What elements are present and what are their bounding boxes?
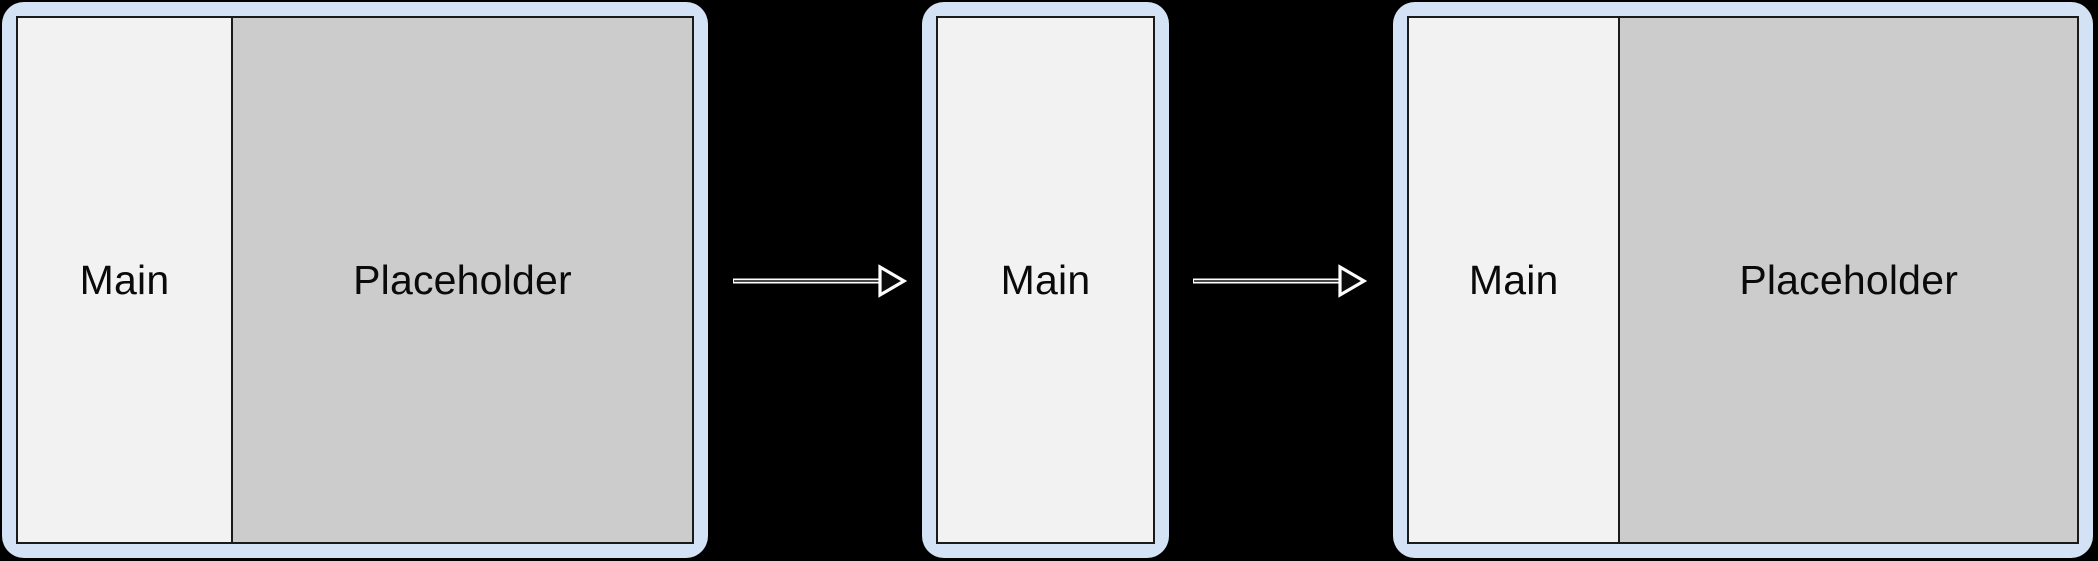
placeholder-pane-3[interactable]: Placeholder — [1618, 18, 2077, 542]
transition-arrow-1 — [732, 258, 910, 304]
window-frame-1[interactable]: Main Placeholder — [2, 2, 708, 558]
main-pane-label-3: Main — [1468, 256, 1559, 303]
window-content-3: Main Placeholder — [1407, 16, 2079, 544]
arrow-right-icon — [1193, 264, 1368, 298]
window-frame-2[interactable]: Main — [922, 2, 1169, 558]
arrow-right-icon — [733, 264, 908, 298]
main-pane-label-2: Main — [1000, 256, 1091, 303]
window-content-1: Main Placeholder — [16, 16, 694, 544]
window-content-2: Main — [936, 16, 1155, 544]
main-pane-2[interactable]: Main — [938, 18, 1153, 542]
main-pane-label-1: Main — [79, 256, 170, 303]
placeholder-pane-label-3: Placeholder — [1739, 256, 1959, 303]
main-pane-1[interactable]: Main — [18, 18, 231, 542]
transition-arrow-2 — [1192, 258, 1370, 304]
window-frame-3[interactable]: Main Placeholder — [1393, 2, 2093, 558]
placeholder-pane-label-1: Placeholder — [353, 256, 572, 303]
placeholder-pane-1[interactable]: Placeholder — [231, 18, 692, 542]
main-pane-3[interactable]: Main — [1409, 18, 1619, 542]
